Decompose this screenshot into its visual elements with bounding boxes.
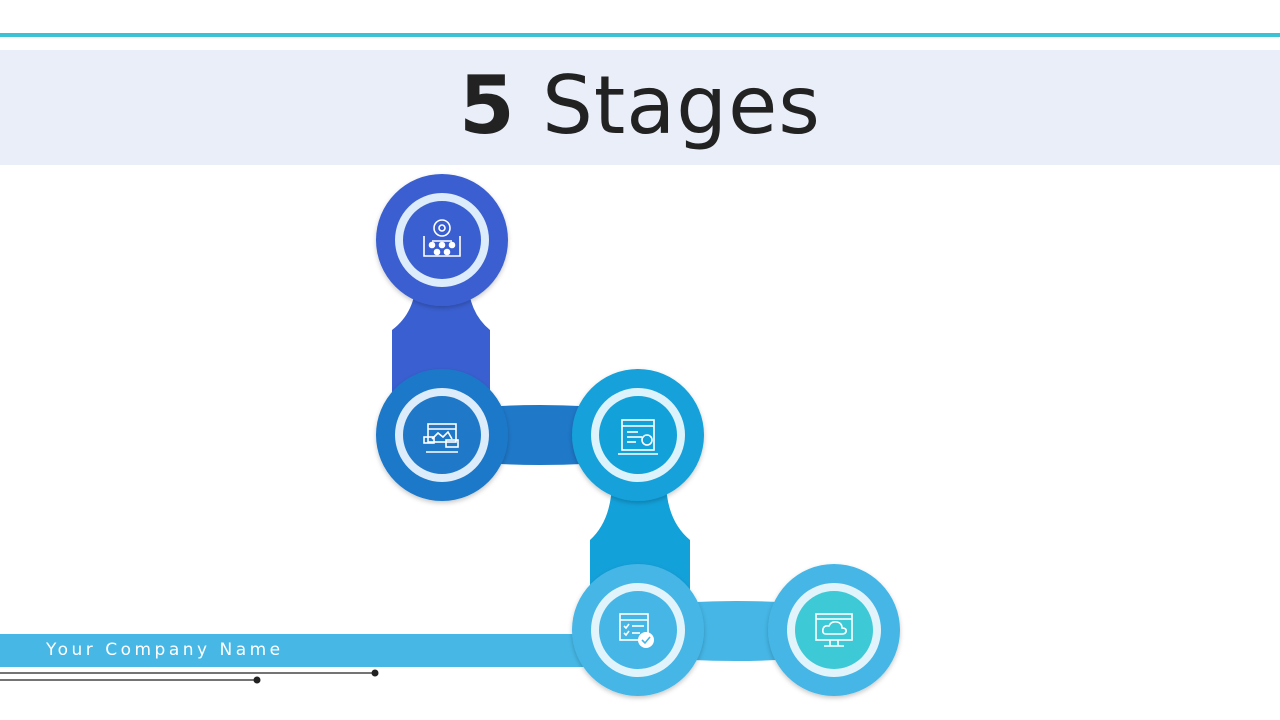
stage-2-node bbox=[376, 369, 508, 501]
stage-4-node bbox=[572, 564, 704, 696]
title-word: Stages bbox=[542, 59, 821, 152]
cloud-monitor-icon bbox=[815, 613, 853, 647]
top-accent-rule bbox=[0, 33, 1280, 37]
checklist-window-icon bbox=[619, 613, 654, 648]
page-title: 5 Stages bbox=[0, 56, 1280, 156]
code-window-icon bbox=[618, 419, 658, 455]
title-band bbox=[0, 50, 1280, 165]
company-name: Your Company Name bbox=[46, 640, 284, 660]
stage-1-node bbox=[376, 174, 508, 306]
company-name-bar bbox=[0, 634, 600, 667]
stage-5-node bbox=[768, 564, 900, 696]
gear-network-icon bbox=[423, 219, 461, 257]
stage-3-node bbox=[572, 369, 704, 501]
title-number: 5 bbox=[459, 59, 516, 152]
web-design-icon bbox=[423, 423, 459, 453]
footer-lines bbox=[0, 669, 379, 684]
